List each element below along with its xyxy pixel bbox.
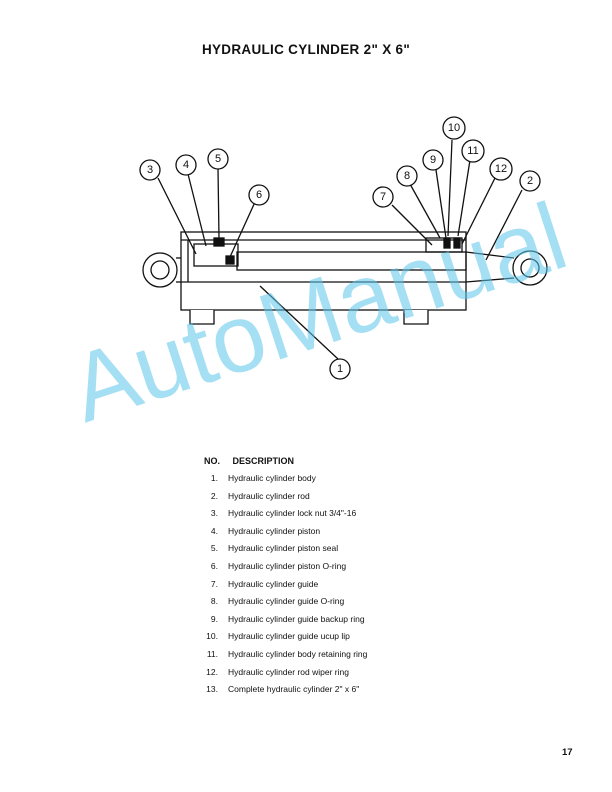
part-number: 9. [210,613,218,624]
list-item: 10. Hydraulic cylinder guide ucup lip [198,630,367,648]
part-description: Hydraulic cylinder piston [228,525,321,536]
part-description: Complete hydraulic cylinder 2" x 6" [228,684,360,695]
callout-2-circle [519,170,541,192]
part-description: Hydraulic cylinder body retaining ring [228,648,368,659]
part-number: 4. [210,525,218,536]
part-description: Hydraulic cylinder body [228,473,316,483]
part-description: Hydraulic cylinder guide ucup lip [228,631,350,642]
callout-10: 10 [448,122,460,134]
right-eye-inner [520,258,540,278]
part-number: 1. [210,473,218,483]
list-item: 9. Hydraulic cylinder guide backup ring [198,613,367,631]
callout-5-circle [207,148,229,170]
list-item: 12. Hydraulic cylinder rod wiper ring [198,666,367,684]
callout-2: 2 [527,175,533,187]
right-eye-outer [512,250,548,286]
part-description: Hydraulic cylinder guide [228,578,319,589]
part-number: 5. [210,543,218,554]
callout-3-circle [139,159,161,181]
list-item: 6. Hydraulic cylinder piston O-ring [198,560,367,578]
callout-4-circle [175,154,197,176]
part-description: Hydraulic cylinder rod wiper ring [228,666,349,677]
part-description: Hydraulic cylinder piston seal [228,543,339,554]
callout-11: 11 [467,145,478,157]
parts-list-header: NO. DESCRIPTION [204,456,294,466]
list-item: 4. Hydraulic cylinder piston [198,525,367,543]
list-item: 1. Hydraulic cylinder body [198,472,367,490]
list-item: 13. Complete hydraulic cylinder 2" x 6" [198,683,367,701]
part-number: 8. [210,596,218,607]
list-item: 5. Hydraulic cylinder piston seal [198,542,367,560]
page-number: 17 [562,747,573,758]
part-description: Hydraulic cylinder rod [228,490,310,501]
part-description: Hydraulic cylinder guide backup ring [228,613,365,624]
callout-8-circle [396,165,418,187]
piston-rod-shape [236,251,467,271]
callout-1-circle [329,358,351,380]
list-item: 7. Hydraulic cylinder guide [198,578,367,596]
header-description: DESCRIPTION [232,456,295,466]
callout-8: 8 [404,170,410,182]
callout-1: 1 [337,363,343,375]
right-foot [403,310,429,325]
page-title: HYDRAULIC CYLINDER 2" X 6" [201,42,411,57]
cylinder-body-shape [180,231,467,311]
part-number: 7. [210,578,218,589]
part-number: 3. [210,508,218,519]
part-description: Hydraulic cylinder guide O-ring [228,596,345,607]
part-number: 6. [210,560,218,571]
callout-9: 9 [430,154,436,166]
callout-10-circle [442,116,466,140]
part-number: 10. [206,631,218,642]
callout-11-circle [461,139,485,163]
list-item: 11. Hydraulic cylinder body retaining rin… [198,648,368,666]
part-number: 12. [206,666,218,677]
left-eye-inner [150,260,170,280]
callout-7: 7 [380,191,386,203]
part-description: Hydraulic cylinder piston O-ring [228,560,347,571]
callout-7-circle [372,186,394,208]
part-number: 13. [206,684,218,695]
callout-6: 6 [256,189,262,201]
callout-9-circle [422,149,444,171]
part-number: 2. [210,490,218,501]
left-foot [189,310,215,325]
list-item: 3. Hydraulic cylinder lock nut 3/4"-16 [198,507,367,525]
callout-4: 4 [183,159,189,171]
callout-12-circle [489,157,513,181]
left-eye-outer [142,252,178,288]
list-item: 2. Hydraulic cylinder rod [198,490,367,508]
callout-6-circle [248,184,270,206]
callout-5: 5 [215,153,221,165]
list-item: 8. Hydraulic cylinder guide O-ring [198,595,367,613]
callout-12: 12 [495,163,507,175]
part-description: Hydraulic cylinder lock nut 3/4"-16 [228,508,357,519]
header-no: NO. [204,456,221,466]
part-number: 11. [206,648,218,659]
parts-list: 1. Hydraulic cylinder body 2. Hydraulic cy… [198,472,367,701]
callout-3: 3 [147,164,153,176]
